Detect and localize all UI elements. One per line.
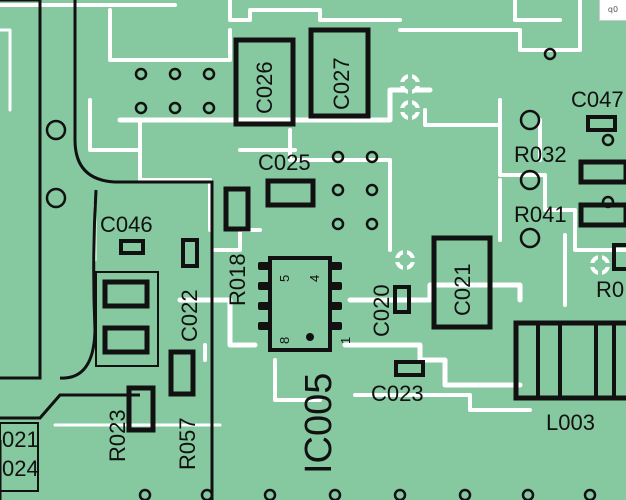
connector-outline [95, 271, 159, 367]
ic-pin8-label: 8 [277, 337, 292, 344]
c023-outline [394, 360, 425, 377]
label-r023: R023 [105, 409, 130, 462]
component-outlines [102, 27, 626, 433]
silkscreen-labels: C026 C027 C025 C046 C022 R018 C020 C021 … [2, 57, 624, 481]
r057-outline [168, 349, 196, 397]
traces [0, 0, 626, 427]
label-r057: R057 [175, 417, 200, 470]
c026-outline [233, 37, 296, 127]
label-c021: C021 [450, 263, 475, 316]
label-c022: C022 [177, 289, 202, 342]
thermal-via [395, 250, 415, 270]
ic-pin1-label: 1 [338, 337, 353, 344]
ic-pins [258, 262, 342, 330]
ic-pin1-marker [306, 333, 314, 341]
label-c026: C026 [252, 61, 277, 114]
thermal-via [590, 255, 610, 275]
label-c020: C020 [369, 284, 394, 337]
label-r032: R032 [514, 142, 567, 167]
thermal-via [400, 100, 420, 120]
ic-pin5-label: 5 [277, 275, 292, 282]
r0-outline [612, 243, 626, 271]
thermal-via [400, 74, 420, 94]
label-c027: C027 [329, 57, 354, 110]
r023-outline [126, 385, 156, 433]
c046-outline [119, 239, 145, 255]
label-c023: C023 [371, 381, 424, 406]
ic-pin4-label: 4 [307, 275, 322, 282]
left-block-outline [0, 422, 39, 492]
thermal-reliefs [395, 74, 610, 275]
vias [45, 47, 615, 500]
thin-outlines [0, 271, 159, 492]
r032-outline [578, 159, 626, 185]
label-l003: L003 [546, 410, 595, 435]
label-c047: C047 [571, 87, 624, 112]
label-r041: R041 [514, 202, 567, 227]
c027-outline [308, 27, 371, 119]
label-c025: C025 [258, 150, 311, 175]
r041-outline [578, 202, 626, 228]
pad-outline [102, 279, 150, 309]
c022-outline [181, 238, 199, 268]
pad-outline [102, 325, 150, 355]
label-left-024: 024 [2, 456, 39, 481]
label-left-021: 021 [2, 427, 39, 452]
board-outline [0, 0, 214, 500]
label-c046: C046 [100, 212, 153, 237]
label-r018: R018 [225, 253, 250, 306]
r018-outline [223, 186, 251, 232]
c021-outline [431, 235, 493, 330]
corner-tag: q0 [599, 0, 626, 21]
c047-outline [586, 115, 617, 132]
c020-outline [393, 285, 411, 314]
c025-outline [265, 178, 316, 208]
label-r0: R0 [596, 277, 624, 302]
l003-outline [513, 320, 626, 401]
label-ic005: IC005 [298, 373, 340, 474]
